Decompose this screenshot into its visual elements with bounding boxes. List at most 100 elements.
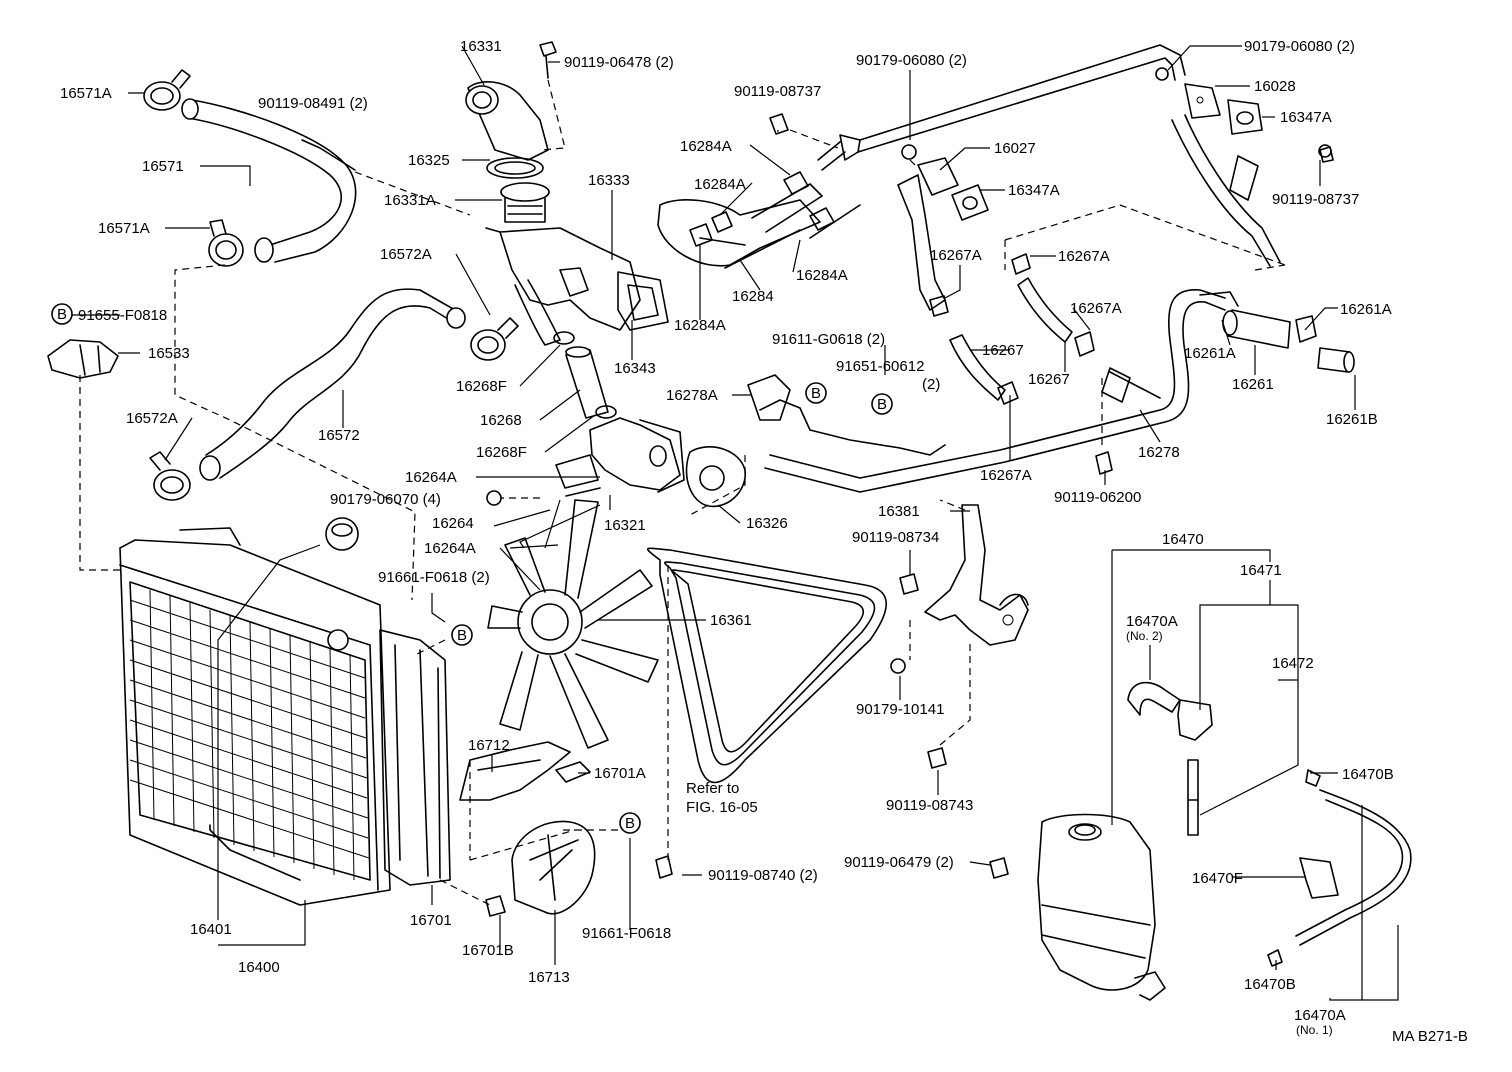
radiator-support-16701 xyxy=(379,629,451,886)
label-16701: 16701 xyxy=(410,912,452,929)
label-16381: 16381 xyxy=(878,503,920,520)
label-16261A-a: 16261A xyxy=(1340,301,1392,318)
label-16712: 16712 xyxy=(468,737,510,754)
label-90119-08734: 90119-08734 xyxy=(852,529,939,546)
clip-16701A xyxy=(555,761,591,783)
label-16264A-a: 16264A xyxy=(405,469,457,486)
callout-b-4 xyxy=(451,624,473,646)
label-16713: 16713 xyxy=(528,969,570,986)
callout-b-3 xyxy=(871,393,893,415)
callout-b-1 xyxy=(51,303,73,325)
label-90179-06070: 90179-06070 (4) xyxy=(330,491,441,508)
label-16261B: 16261B xyxy=(1326,411,1378,428)
label-16284: 16284 xyxy=(732,288,774,305)
label-90119-06479: 90119-06479 (2) xyxy=(844,854,954,871)
label-90119-08740: 90119-08740 (2) xyxy=(708,867,818,884)
lower-radiator-hose xyxy=(199,288,466,481)
reservoir-tank-16470 xyxy=(1037,813,1166,1001)
label-16326: 16326 xyxy=(746,515,788,532)
fan-shroud-16713 xyxy=(511,820,596,915)
label-16261A-b: 16261A xyxy=(1184,345,1236,362)
label-91661-F0618-2: 91661-F0618 (2) xyxy=(378,569,490,586)
callout-b-5 xyxy=(619,812,641,834)
label-16261: 16261 xyxy=(1232,376,1274,393)
tube-16472 xyxy=(1187,759,1199,836)
water-inlet-16331 xyxy=(465,81,549,161)
leader-lines xyxy=(72,45,1399,1001)
label-91611-G0618: 91611-G0618 (2) xyxy=(772,331,885,348)
gasket-16343 xyxy=(617,271,669,331)
label-90179-06080-b: 90179-06080 (2) xyxy=(1244,38,1355,55)
label-16331A: 16331A xyxy=(384,192,436,209)
fasteners xyxy=(301,41,1334,879)
hose-clamp-16571A-mid xyxy=(208,219,244,267)
label-16267A-d: 16267A xyxy=(980,467,1032,484)
gasket-16325 xyxy=(486,157,544,179)
label-16267A-b: 16267A xyxy=(1058,248,1110,265)
label-ref-code: MA B271-B xyxy=(1392,1028,1468,1045)
label-16470: 16470 xyxy=(1162,531,1204,548)
hose-clamp-16572A-top xyxy=(470,317,519,361)
clip-16701B xyxy=(485,895,506,917)
clamps-16470B xyxy=(1267,769,1321,967)
label-16347A-a: 16347A xyxy=(1008,182,1060,199)
bypass-pipe-16268 xyxy=(553,331,617,419)
flange-16028 xyxy=(1184,83,1221,119)
label-16268: 16268 xyxy=(480,412,522,429)
heater-pipe-upper xyxy=(817,44,1332,267)
label-16267-a: 16267 xyxy=(982,342,1024,359)
label-16268F-a: 16268F xyxy=(456,378,507,395)
callout-b-text-5: B xyxy=(625,815,635,832)
label-16267-b: 16267 xyxy=(1028,371,1070,388)
label-16571A-mid: 16571A xyxy=(98,220,150,237)
label-90119-08743: 90119-08743 xyxy=(886,797,973,814)
label-16284A-c: 16284A xyxy=(796,267,848,284)
callout-b-text-4: B xyxy=(457,627,467,644)
part-labels: 16331 90119-06478 (2) 16571A 90119-08491… xyxy=(60,38,1468,1045)
label-no1: (No. 1) xyxy=(1296,1023,1333,1037)
label-16470A-top: 16470A xyxy=(1126,613,1178,630)
label-16267A-c: 16267A xyxy=(1070,300,1122,317)
label-16268F-b: 16268F xyxy=(476,444,527,461)
label-16347A-b: 16347A xyxy=(1280,109,1332,126)
hose-clamp-16571A-top xyxy=(143,69,191,111)
label-16701B: 16701B xyxy=(462,942,514,959)
label-90119-06478: 90119-06478 (2) xyxy=(564,54,674,71)
label-16470F: 16470F xyxy=(1192,870,1243,887)
label-no2: (No. 2) xyxy=(1126,629,1163,643)
label-91651-qty: (2) xyxy=(922,376,940,393)
cooling-fan-16361 xyxy=(487,499,659,749)
label-16027: 16027 xyxy=(994,140,1036,157)
label-16267A-a: 16267A xyxy=(930,247,982,264)
label-90119-08737-a: 90119-08737 xyxy=(734,83,821,100)
label-16331: 16331 xyxy=(460,38,502,55)
label-90119-08491: 90119-08491 (2) xyxy=(258,95,368,112)
callout-b-2 xyxy=(805,382,827,404)
hose-16267-b xyxy=(1017,277,1073,343)
label-16470B-a: 16470B xyxy=(1342,766,1394,783)
v-belt xyxy=(646,547,888,784)
upper-radiator-hose xyxy=(181,98,357,263)
gasket-16347A-top xyxy=(1227,99,1263,135)
gasket-16347A-mid xyxy=(951,184,989,221)
label-16321: 16321 xyxy=(604,517,646,534)
overflow-hose-16470A-no1 xyxy=(1295,789,1412,946)
label-16572: 16572 xyxy=(318,427,360,444)
label-16325: 16325 xyxy=(408,152,450,169)
hose-clamp-16572A-bot xyxy=(149,451,191,501)
label-16701A: 16701A xyxy=(594,765,646,782)
callout-b-text-2: B xyxy=(811,385,821,402)
label-16400: 16400 xyxy=(238,959,280,976)
bracket-16533 xyxy=(47,339,119,379)
water-pump-cover-16321 xyxy=(555,417,685,497)
label-16343: 16343 xyxy=(614,360,656,377)
label-16572A-top: 16572A xyxy=(380,246,432,263)
callouts-b: B B B B B xyxy=(51,303,893,834)
label-16333: 16333 xyxy=(588,172,630,189)
water-outlet-16333 xyxy=(485,227,641,346)
label-91661-F0618: 91661-F0618 xyxy=(582,925,671,942)
cap-16471 xyxy=(1177,699,1213,741)
label-16028: 16028 xyxy=(1254,78,1296,95)
